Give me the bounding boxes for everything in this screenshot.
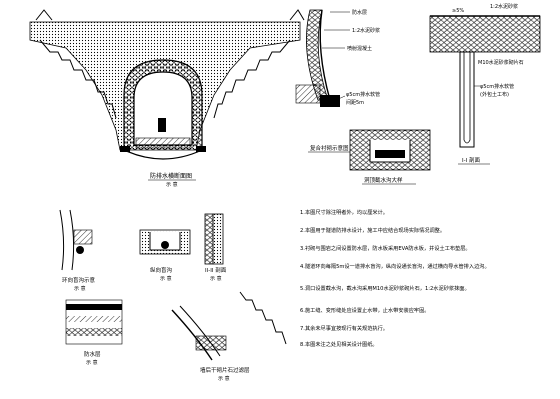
right-detail-title: 洞顶截水沟大样 (364, 176, 403, 184)
note-line: 2.本图用于隧道防排水设计，施工中应结合现场实际情况调整。 (300, 226, 445, 234)
shotcrete-callout-1: 防水层 (352, 9, 367, 16)
main-section-title: 防排水横断面图 (150, 172, 192, 180)
shotcrete-title: 复合衬砌示意图 (310, 144, 349, 152)
right-callout-2: 1:2水泥砂浆 (490, 3, 518, 10)
small-view-3: II-II 剖面 示 意 (204, 213, 227, 282)
notes-block: 1.本图尺寸除注明者外，均以厘米计。 2.本图用于隧道防排水设计，施工中应结合现… (300, 208, 490, 348)
right-callout-1: ≥5% (452, 8, 464, 14)
note-line: 5.洞口设置截水沟，截水沟采用M10水泥砂浆砌片石，1:2水泥砂浆抹面。 (300, 284, 470, 292)
right-callout-5: (外包土工布) (480, 91, 509, 98)
main-section-sub: 示 意 (166, 181, 178, 188)
shotcrete-callout-3: 喷射混凝土 (347, 45, 372, 52)
note-line: 6.施工缝、变形缝处应设置止水带，止水带安装应牢固。 (300, 306, 429, 314)
lower-view-1: 防水层 示 意 (65, 299, 123, 366)
lower-view-2: 墙后干砌片石过滤层 示 意 (171, 291, 287, 382)
small-view-2: 纵向盲沟 示 意 (139, 229, 191, 282)
shotcrete-callout-4: φ5cm排水软管 (346, 91, 380, 98)
note-line: 3.衬砌与围岩之间设置防水层，防水板采用EVA防水板，并设土工布垫层。 (300, 244, 471, 252)
lower-view-2-title: 墙后干砌片石过滤层 (200, 366, 250, 374)
main-cross-section: 防排水横断面图 示 意 (29, 9, 305, 188)
note-line: 7.其余未尽事宜按现行有关规范执行。 (300, 324, 388, 332)
ditch-detail: 洞顶截水沟大样 (349, 129, 431, 185)
small-view-2-title: 纵向盲沟 (150, 266, 173, 274)
small-view-3-title: II-II 剖面 (205, 266, 227, 274)
shotcrete-callout-2: 1:2水泥砂浆 (352, 27, 380, 34)
right-detail: ≥5% 1:2水泥砂浆 M10水泥砂浆砌片石 φ5cm排水软管 (外包土工布) … (429, 3, 541, 165)
small-view-1-sub: 示 意 (74, 285, 86, 292)
note-line: 1.本图尺寸除注明者外，均以厘米计。 (300, 208, 388, 216)
lower-view-1-sub: 示 意 (86, 359, 98, 366)
small-view-1: 环向盲沟示意 示 意 (59, 209, 96, 292)
small-view-3-sub: 示 意 (210, 275, 222, 282)
right-callout-3: M10水泥砂浆砌片石 (478, 59, 524, 66)
small-view-2-sub: 示 意 (160, 275, 172, 282)
right-section-label: I-I 剖面 (462, 156, 480, 164)
shotcrete-callout-5: 间距5m (346, 99, 364, 106)
note-line: 8.本图未注之处见相关设计图纸。 (300, 340, 378, 348)
lower-view-2-sub: 示 意 (218, 375, 230, 382)
small-view-1-title: 环向盲沟示意 (62, 276, 96, 284)
right-callout-4: φ5cm排水软管 (480, 83, 514, 90)
note-line: 4.隧道环向每隔5m设一道排水盲沟，纵向设通长盲沟，通过横向导水管排入边沟。 (300, 262, 490, 270)
lower-view-1-title: 防水层 (84, 350, 101, 358)
shotcrete-detail: 防水层 1:2水泥砂浆 喷射混凝土 φ5cm排水软管 间距5m 复合衬砌示意图 (295, 9, 380, 153)
